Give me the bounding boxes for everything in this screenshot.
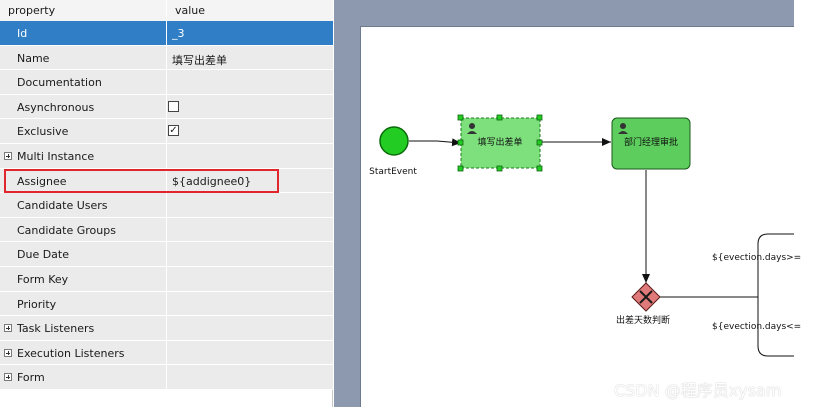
user-icon	[467, 123, 477, 134]
user-icon	[618, 123, 628, 134]
property-name-cell: Id	[0, 21, 167, 45]
task-manager-approval[interactable]: 部门经理审批	[611, 117, 691, 170]
expand-icon[interactable]	[4, 152, 12, 160]
expand-icon[interactable]	[4, 348, 12, 357]
property-row-id[interactable]: Id _3	[0, 21, 333, 46]
property-name-cell: Name	[0, 45, 167, 70]
resize-handle[interactable]	[496, 114, 503, 121]
property-row-candidate-groups[interactable]: Candidate Groups	[0, 217, 333, 243]
property-row-asynchronous[interactable]: Asynchronous	[0, 94, 333, 120]
start-event-label: StartEvent	[369, 167, 417, 177]
condition-upper-label: ${evection.days>=	[712, 253, 801, 263]
exclusive-checkbox[interactable]: ✓	[168, 125, 179, 137]
property-row-name[interactable]: Name 填写出差单	[0, 45, 333, 71]
property-name-cell: Priority	[0, 291, 167, 316]
task1-label: 填写出差单	[477, 136, 522, 148]
property-name-cell: Exclusive	[0, 119, 167, 143]
asynchronous-checkbox[interactable]	[168, 100, 179, 112]
diagram-canvas[interactable]	[360, 26, 794, 407]
property-name-cell: Candidate Users	[0, 193, 167, 217]
resize-handle[interactable]	[457, 114, 464, 121]
sequence-flow[interactable]	[409, 138, 462, 147]
resize-handle[interactable]	[496, 165, 503, 172]
value-column-header[interactable]: value	[167, 0, 333, 24]
gateway-label: 出差天数判断	[616, 314, 670, 326]
property-value-cell[interactable]	[167, 242, 333, 266]
resize-handle[interactable]	[536, 139, 543, 146]
property-value-cell	[167, 365, 333, 389]
property-row-priority[interactable]: Priority	[0, 291, 333, 317]
resize-handle[interactable]	[536, 165, 543, 172]
property-name-cell: Multi Instance	[0, 144, 167, 168]
resize-handle[interactable]	[457, 165, 464, 172]
property-value-cell[interactable]	[167, 193, 333, 217]
property-column-header[interactable]: property	[0, 0, 167, 24]
property-name-cell: Documentation	[0, 70, 167, 94]
property-name-cell: Due Date	[0, 242, 167, 266]
sequence-flow-upper[interactable]	[757, 233, 794, 297]
property-value-cell[interactable]	[167, 217, 333, 242]
property-row-execution-listeners[interactable]: Execution Listeners	[0, 340, 333, 366]
property-name-cell: Form Key	[0, 267, 167, 291]
property-value-cell[interactable]	[167, 291, 333, 316]
resize-handle[interactable]	[457, 139, 464, 146]
property-value-cell	[167, 316, 333, 340]
expand-icon[interactable]	[4, 324, 12, 333]
property-row-form[interactable]: Form	[0, 365, 333, 390]
property-row-form-key[interactable]: Form Key	[0, 267, 333, 292]
property-name-cell: Task Listeners	[0, 316, 167, 340]
expand-icon[interactable]	[4, 373, 12, 382]
property-row-due-date[interactable]: Due Date	[0, 242, 333, 267]
properties-header: property value	[0, 0, 333, 25]
task-fill-travel-form[interactable]: 填写出差单	[457, 114, 543, 172]
resize-handle[interactable]	[536, 114, 543, 121]
property-value-cell: ✓	[167, 119, 333, 143]
property-row-documentation[interactable]: Documentation	[0, 70, 333, 95]
task2-label: 部门经理审批	[624, 136, 678, 148]
start-event[interactable]	[379, 126, 409, 156]
property-value-cell[interactable]: _3	[167, 21, 333, 45]
property-name-cell: Execution Listeners	[0, 340, 167, 365]
property-name-cell: Form	[0, 365, 167, 389]
property-value-cell[interactable]: ${addignee0}	[167, 168, 333, 193]
properties-panel: property value Id _3 Name 填写出差单 Document…	[0, 0, 333, 407]
property-value-cell	[167, 94, 333, 119]
property-row-multi-instance[interactable]: Multi Instance	[0, 144, 333, 169]
property-name-cell: Asynchronous	[0, 94, 167, 119]
property-name-cell: Assignee	[0, 168, 167, 193]
property-row-candidate-users[interactable]: Candidate Users	[0, 193, 333, 218]
exclusive-gateway[interactable]	[631, 282, 661, 312]
condition-lower-label: ${evection.days<=	[712, 322, 801, 332]
property-value-cell	[167, 144, 333, 168]
watermark: CSDN @程序员xysam	[614, 381, 782, 400]
property-row-assignee[interactable]: Assignee ${addignee0}	[0, 168, 333, 194]
assignee-highlight-box	[4, 169, 279, 193]
property-row-exclusive[interactable]: Exclusive ✓	[0, 119, 333, 144]
property-value-cell[interactable]	[167, 70, 333, 94]
property-value-cell	[167, 340, 333, 365]
property-row-task-listeners[interactable]: Task Listeners	[0, 316, 333, 341]
sequence-flow-lower[interactable]	[757, 297, 794, 357]
property-value-cell[interactable]: 填写出差单	[167, 45, 333, 70]
property-name-cell: Candidate Groups	[0, 217, 167, 242]
property-value-cell[interactable]	[167, 267, 333, 291]
